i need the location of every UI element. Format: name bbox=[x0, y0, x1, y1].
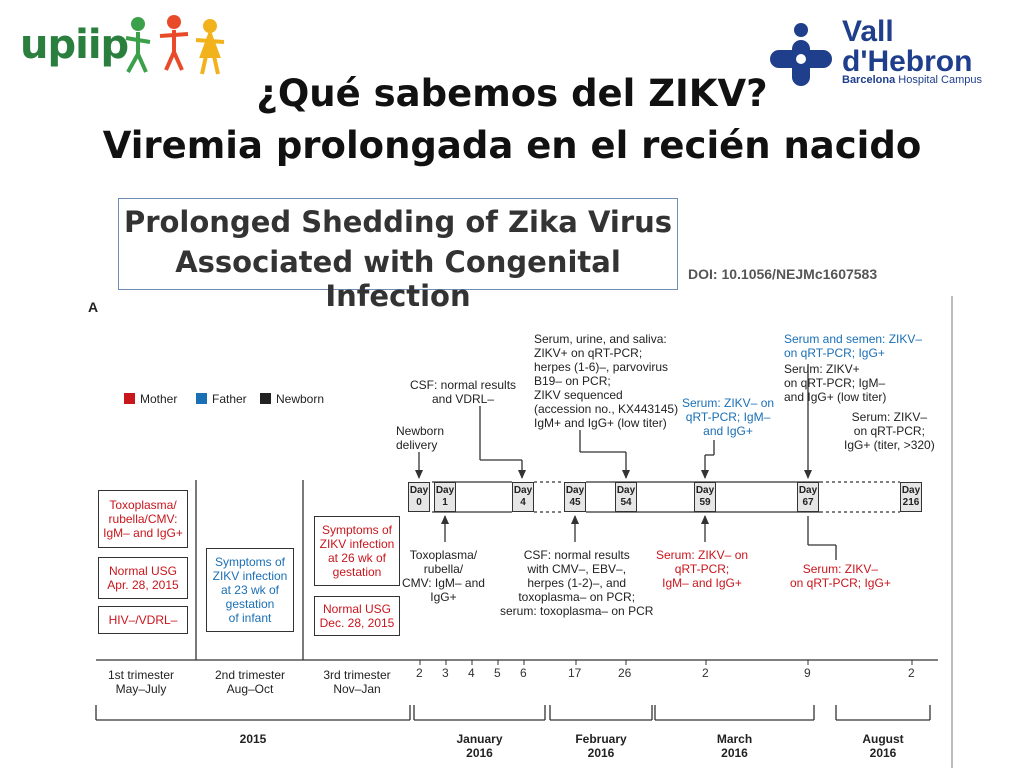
date-tick-label: 6 bbox=[520, 666, 527, 680]
vall-hebron-logo-line1: Vall bbox=[842, 15, 894, 48]
day-box: Day 4 bbox=[512, 482, 534, 512]
year-label-2015: 2015 bbox=[239, 732, 267, 746]
date-tick-label: 2 bbox=[416, 666, 423, 680]
day-box: Day 216 bbox=[900, 482, 922, 512]
annotation-serum-day216: Serum: ZIKV–on qRT-PCR;IgG+ (titer, >320… bbox=[844, 410, 935, 452]
legend-swatch-newborn bbox=[260, 393, 271, 404]
day-box: Day 54 bbox=[615, 482, 637, 512]
doi-label: DOI: 10.1056/NEJMc1607583 bbox=[688, 266, 878, 282]
slide-title-line1: ¿Qué sabemos del ZIKV? bbox=[256, 72, 768, 115]
paper-title-line2: Associated with Congenital Infection bbox=[175, 245, 621, 313]
vall-hebron-cross-icon bbox=[770, 23, 832, 86]
legend-label-newborn: Newborn bbox=[276, 392, 325, 406]
day-box: Day 0 bbox=[408, 482, 430, 512]
panel-label: A bbox=[88, 299, 99, 315]
date-tick-label: 9 bbox=[804, 666, 811, 680]
day-box: Day 1 bbox=[434, 482, 456, 512]
date-tick-label: 2 bbox=[702, 666, 709, 680]
date-tick-label: 3 bbox=[442, 666, 449, 680]
day-box: Day 45 bbox=[564, 482, 586, 512]
day-box: Day 59 bbox=[694, 482, 716, 512]
paper-title-box: Prolonged Shedding of Zika Virus Associa… bbox=[118, 198, 678, 313]
date-tick-label: 26 bbox=[618, 666, 632, 680]
legend-swatch-mother bbox=[124, 393, 135, 404]
date-tick-label: 4 bbox=[468, 666, 475, 680]
date-tick-label: 2 bbox=[908, 666, 915, 680]
upiip-logo: upiip bbox=[20, 22, 129, 68]
vall-hebron-logo-line2: d'Hebron bbox=[842, 45, 973, 78]
vall-hebron-logo-line3: Barcelona Hospital Campus bbox=[842, 74, 983, 86]
date-tick-label: 17 bbox=[568, 666, 582, 680]
children-logo-icon bbox=[125, 15, 225, 75]
day-box: Day 67 bbox=[797, 482, 819, 512]
slide-title-line2: Viremia prolongada en el recién nacido bbox=[102, 124, 922, 167]
annotation-serum-urine-saliva: Serum, urine, and saliva:ZIKV+ on qRT-PC… bbox=[534, 332, 679, 430]
legend-swatch-father bbox=[196, 393, 207, 404]
paper-title-line1: Prolonged Shedding of Zika Virus bbox=[123, 205, 673, 239]
date-tick-label: 5 bbox=[494, 666, 501, 680]
legend-label-father: Father bbox=[212, 392, 247, 406]
annotation-serum-day67-top: Serum: ZIKV+on qRT-PCR; IgM–and IgG+ (lo… bbox=[784, 362, 887, 404]
annotation-serum-day67-bottom: Serum: ZIKV–on qRT-PCR; IgG+ bbox=[790, 562, 891, 590]
mother-toxo-box: Toxoplasma/rubella/CMV:IgM– and IgG+ bbox=[98, 490, 188, 548]
annotation-serum-semen: Serum and semen: ZIKV–on qRT-PCR; IgG+ bbox=[784, 332, 923, 360]
legend-label-mother: Mother bbox=[140, 392, 178, 406]
mother-hiv-box: HIV–/VDRL– bbox=[98, 606, 188, 634]
